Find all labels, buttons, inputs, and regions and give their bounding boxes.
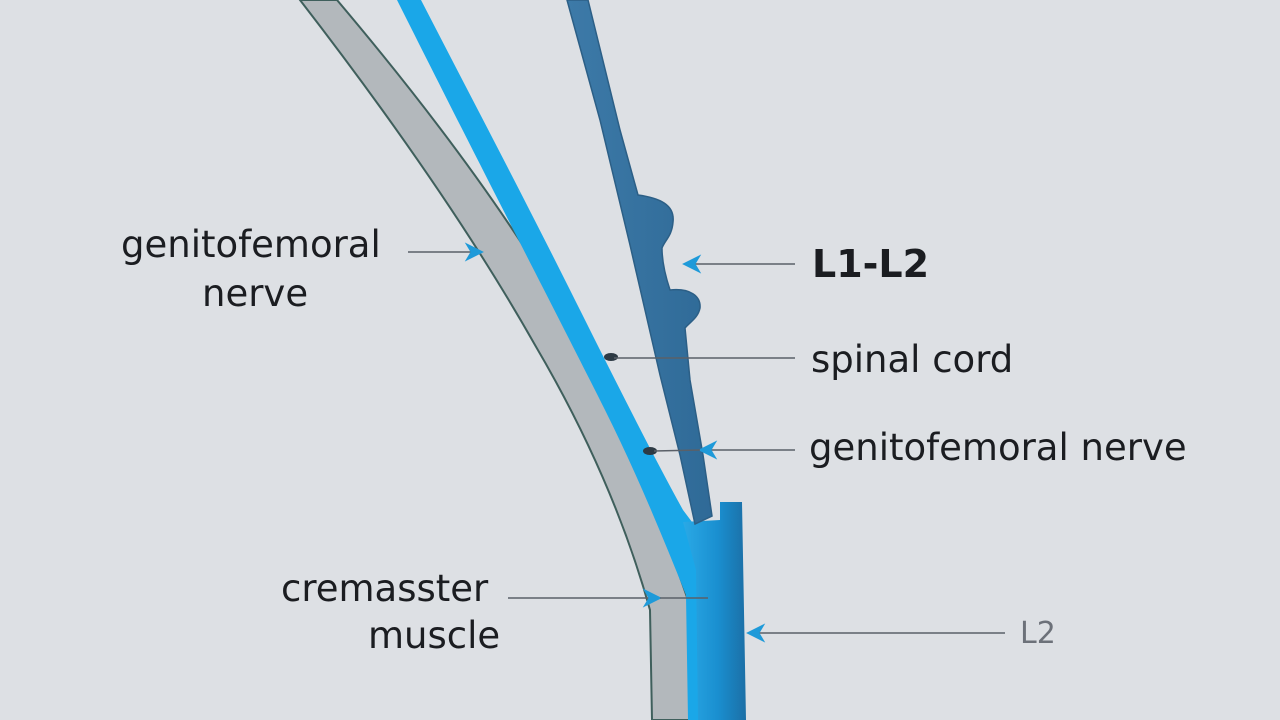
label-genitofemoral-right: genitofemoral nerve bbox=[809, 426, 1187, 469]
label-cremasster-line1: cremasster bbox=[281, 567, 489, 610]
label-spinal-cord: spinal cord bbox=[811, 338, 1014, 381]
label-l2: L2 bbox=[1020, 616, 1056, 651]
label-cremasster-line2: muscle bbox=[368, 614, 501, 657]
nerve-trunk bbox=[683, 502, 746, 720]
cremaster-muscle-band bbox=[298, 0, 692, 720]
spinal-nerve-dark bbox=[566, 0, 713, 526]
nerve-marker-dot bbox=[604, 353, 618, 361]
leader-line-genitofemoral-right-tail bbox=[653, 449, 701, 452]
label-genitofemoral-left-line2: nerve bbox=[202, 272, 309, 315]
nerve-marker-dot bbox=[643, 447, 657, 455]
label-genitofemoral-left-line1: genitofemoral bbox=[121, 223, 381, 266]
label-l1-l2: L1-L2 bbox=[812, 242, 930, 286]
